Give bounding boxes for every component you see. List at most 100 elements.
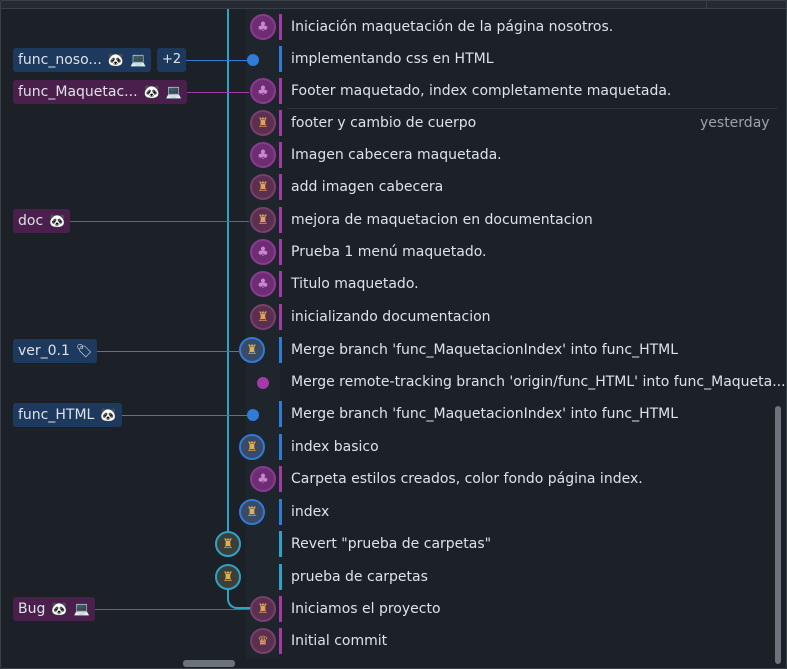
commit-message: Merge remote-tracking branch 'origin/fun…	[291, 374, 786, 390]
branch-badge-func-maquetacion[interactable]: func_Maquetac... 🐼 💻	[13, 80, 187, 104]
commit-message: footer y cambio de cuerpo	[291, 115, 477, 131]
branch-badge-doc[interactable]: doc 🐼	[13, 209, 71, 233]
tag-icon: 🏷	[75, 343, 93, 359]
tag-label: ver_0.1	[18, 343, 70, 359]
branch-label: Bug	[18, 601, 46, 617]
laptop-icon: 💻	[73, 601, 90, 617]
commit-row[interactable]: ♣ Titulo maquetado.	[1, 268, 786, 300]
commit-node	[247, 409, 259, 421]
commit-row[interactable]: ♜ inicializando documentacion	[1, 301, 786, 333]
commit-date: yesterday	[700, 115, 770, 131]
branch-color-bar	[279, 499, 282, 525]
ref-connector	[183, 60, 253, 61]
ref-connector	[179, 92, 249, 93]
commit-message: index	[291, 504, 330, 520]
commit-message: Titulo maquetado.	[291, 276, 419, 292]
branch-color-bar	[279, 434, 282, 460]
commit-row[interactable]: Merge remote-tracking branch 'origin/fun…	[1, 366, 786, 398]
commit-message: Merge branch 'func_MaquetacionIndex' int…	[291, 406, 679, 422]
author-avatar-icon: ♜	[239, 434, 265, 460]
commit-message: Merge branch 'func_MaquetacionIndex' int…	[291, 342, 679, 358]
commit-message: add imagen cabecera	[291, 179, 444, 195]
commit-row[interactable]: ♜ add imagen cabecera	[1, 171, 786, 203]
commit-row[interactable]: ♛ Initial commit	[1, 625, 786, 657]
branch-color-bar	[279, 337, 282, 363]
commit-row[interactable]: ♜ index	[1, 496, 786, 528]
commit-row[interactable]: ♜ mejora de maquetacion en documentacion	[1, 204, 786, 236]
branch-color-bar	[279, 110, 282, 136]
commit-row[interactable]: implementando css en HTML	[1, 43, 786, 75]
commit-row[interactable]: ♣ Carpeta estilos creados, color fondo p…	[1, 463, 786, 495]
laptop-icon: 💻	[165, 84, 182, 100]
horizontal-scrollbar[interactable]	[183, 660, 235, 667]
commit-row[interactable]: ♣ Iniciación maquetación de la página no…	[1, 11, 786, 43]
more-branches-badge[interactable]: +2	[157, 48, 187, 72]
panda-avatar-icon: 🐼	[100, 407, 117, 423]
author-avatar-icon: ♜	[250, 207, 276, 233]
author-avatar-icon: ♣	[250, 78, 276, 104]
commit-message: Revert "prueba de carpetas"	[291, 536, 492, 552]
branch-color-bar	[279, 239, 282, 265]
author-avatar-icon: ♣	[250, 142, 276, 168]
branch-badge-func-nosotros[interactable]: func_noso... 🐼 💻	[13, 48, 152, 72]
branch-color-bar	[279, 14, 282, 40]
panda-avatar-icon: 🐼	[143, 84, 160, 100]
branch-color-bar	[279, 271, 282, 297]
branch-badge-bug[interactable]: Bug 🐼 💻	[13, 597, 95, 621]
author-avatar-icon: ♣	[250, 271, 276, 297]
branch-label: func_HTML	[18, 407, 95, 423]
author-avatar-icon: ♜	[239, 499, 265, 525]
commit-row[interactable]: ♜ index basico	[1, 431, 786, 463]
vertical-scrollbar[interactable]	[775, 406, 781, 664]
branch-color-bar	[279, 78, 282, 104]
branch-color-bar	[279, 628, 282, 654]
commit-message: prueba de carpetas	[291, 569, 428, 585]
top-toolbar	[1, 1, 786, 9]
commit-message: inicializando documentacion	[291, 309, 491, 325]
commit-message: Iniciamos el proyecto	[291, 601, 441, 617]
commit-row[interactable]: ♜ Merge branch 'func_MaquetacionIndex' i…	[1, 334, 786, 366]
commit-row[interactable]: ♣ Imagen cabecera maquetada.	[1, 139, 786, 171]
commit-row[interactable]: Merge branch 'func_MaquetacionIndex' int…	[1, 398, 786, 430]
branch-label: func_Maquetac...	[18, 84, 138, 100]
branch-badge-func-html[interactable]: func_HTML 🐼	[13, 403, 122, 427]
author-avatar-icon: ♛	[250, 628, 276, 654]
panda-avatar-icon: 🐼	[49, 213, 66, 229]
commit-node	[257, 377, 269, 389]
commit-row[interactable]: ♜ Iniciamos el proyecto	[1, 593, 786, 625]
commit-message: mejora de maquetacion en documentacion	[291, 212, 593, 228]
commit-message: index basico	[291, 439, 379, 455]
commit-message: Initial commit	[291, 633, 388, 649]
author-avatar-icon: ♜	[250, 596, 276, 622]
commit-message: Iniciación maquetación de la página noso…	[291, 19, 614, 35]
tag-badge-ver-0-1[interactable]: ver_0.1 🏷	[13, 339, 98, 363]
author-avatar-icon: ♣	[250, 466, 276, 492]
branch-color-bar	[279, 142, 282, 168]
branch-color-bar	[279, 531, 282, 557]
ref-connector	[67, 221, 249, 222]
branch-color-bar	[279, 564, 282, 590]
date-separator	[287, 108, 777, 109]
commit-node	[247, 54, 259, 66]
commit-row[interactable]: ♣ Prueba 1 menú maquetado.	[1, 236, 786, 268]
branch-lane-curve	[227, 591, 251, 609]
author-avatar-icon: ♜	[250, 110, 276, 136]
branch-color-bar	[279, 174, 282, 200]
laptop-icon: 💻	[129, 52, 147, 68]
author-avatar-icon: ♜	[215, 531, 241, 557]
commit-row[interactable]: ♜ footer y cambio de cuerpo yesterday	[1, 107, 786, 139]
commit-row[interactable]: ♜ Revert "prueba de carpetas"	[1, 528, 786, 560]
commit-message: Imagen cabecera maquetada.	[291, 147, 502, 163]
ref-connector	[117, 415, 253, 416]
author-avatar-icon: ♜	[215, 564, 241, 590]
author-avatar-icon: ♜	[239, 337, 265, 363]
branch-color-bar	[279, 46, 282, 72]
ref-connector	[93, 351, 239, 352]
author-avatar-icon: ♜	[250, 174, 276, 200]
commit-row[interactable]: ♣ Footer maquetado, index completamente …	[1, 75, 786, 107]
ref-connector	[95, 609, 251, 610]
branch-lane-teal	[227, 9, 229, 545]
commit-row[interactable]: ♜ prueba de carpetas	[1, 561, 786, 593]
toolbar-divider	[706, 1, 707, 9]
